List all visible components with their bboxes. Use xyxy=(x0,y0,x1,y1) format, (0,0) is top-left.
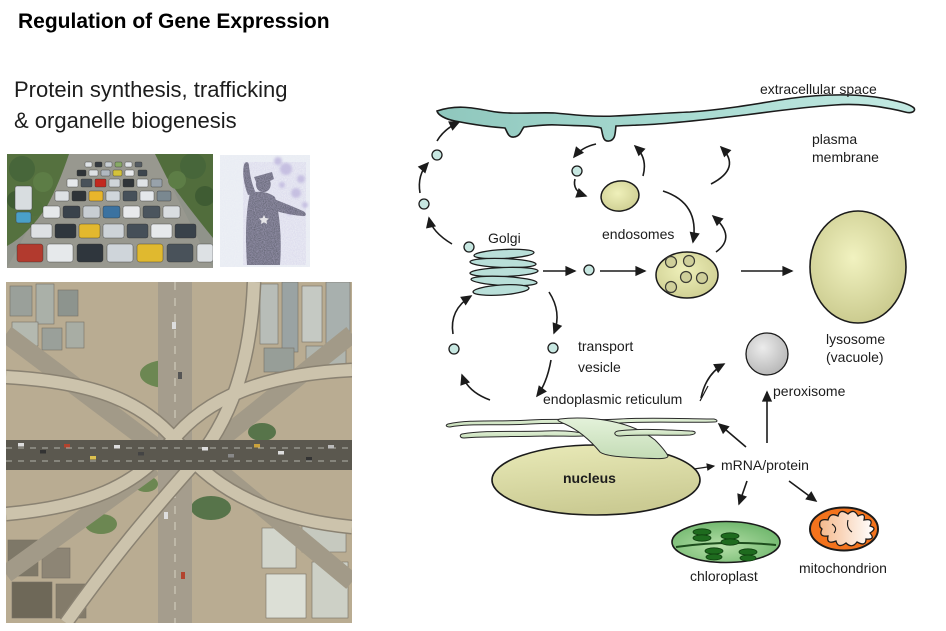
mitochondrion-shape xyxy=(809,506,879,552)
endosome-shape xyxy=(600,180,640,212)
label-extracellular-space: extracellular space xyxy=(760,81,877,97)
chloroplast-shape xyxy=(671,520,781,564)
multivesicular-body-shape xyxy=(655,251,719,299)
label-nucleus: nucleus xyxy=(563,470,616,486)
er-label-pointer xyxy=(699,385,709,402)
endoplasmic-reticulum-shape xyxy=(445,417,718,460)
traffic-jam-photo xyxy=(7,154,213,268)
label-peroxisome: peroxisome xyxy=(773,383,846,399)
peroxisome-shape xyxy=(745,332,789,376)
label-golgi: Golgi xyxy=(488,230,521,246)
label-transport-vesicle: transport vesicle xyxy=(578,338,634,375)
subtitle-line-1: Protein synthesis, trafficking xyxy=(14,77,288,102)
pathway-arrows xyxy=(417,121,818,506)
label-mrna-protein: mRNA/protein xyxy=(721,457,809,473)
traffic-jam-photo-art xyxy=(7,154,213,268)
traffic-officer-photo xyxy=(220,155,310,267)
slide-subtitle: Protein synthesis, trafficking & organel… xyxy=(14,74,288,136)
traffic-officer-photo-art xyxy=(220,155,310,267)
label-mitochondrion: mitochondrion xyxy=(799,560,887,576)
slide-title: Regulation of Gene Expression xyxy=(18,10,330,33)
label-endoplasmic-reticulum: endoplasmic reticulum xyxy=(543,391,683,407)
interchange-photo xyxy=(6,282,352,623)
golgi-shape xyxy=(469,248,539,297)
subtitle-line-2: & organelle biogenesis xyxy=(14,108,237,133)
lysosome-shape xyxy=(809,210,907,324)
label-lysosome: lysosome (vacuole) xyxy=(826,331,886,366)
label-plasma-membrane: plasma membrane xyxy=(812,131,879,166)
label-endosomes: endosomes xyxy=(602,226,675,242)
vesicles xyxy=(418,149,595,355)
label-chloroplast: chloroplast xyxy=(690,568,758,584)
interchange-photo-art xyxy=(6,282,352,623)
